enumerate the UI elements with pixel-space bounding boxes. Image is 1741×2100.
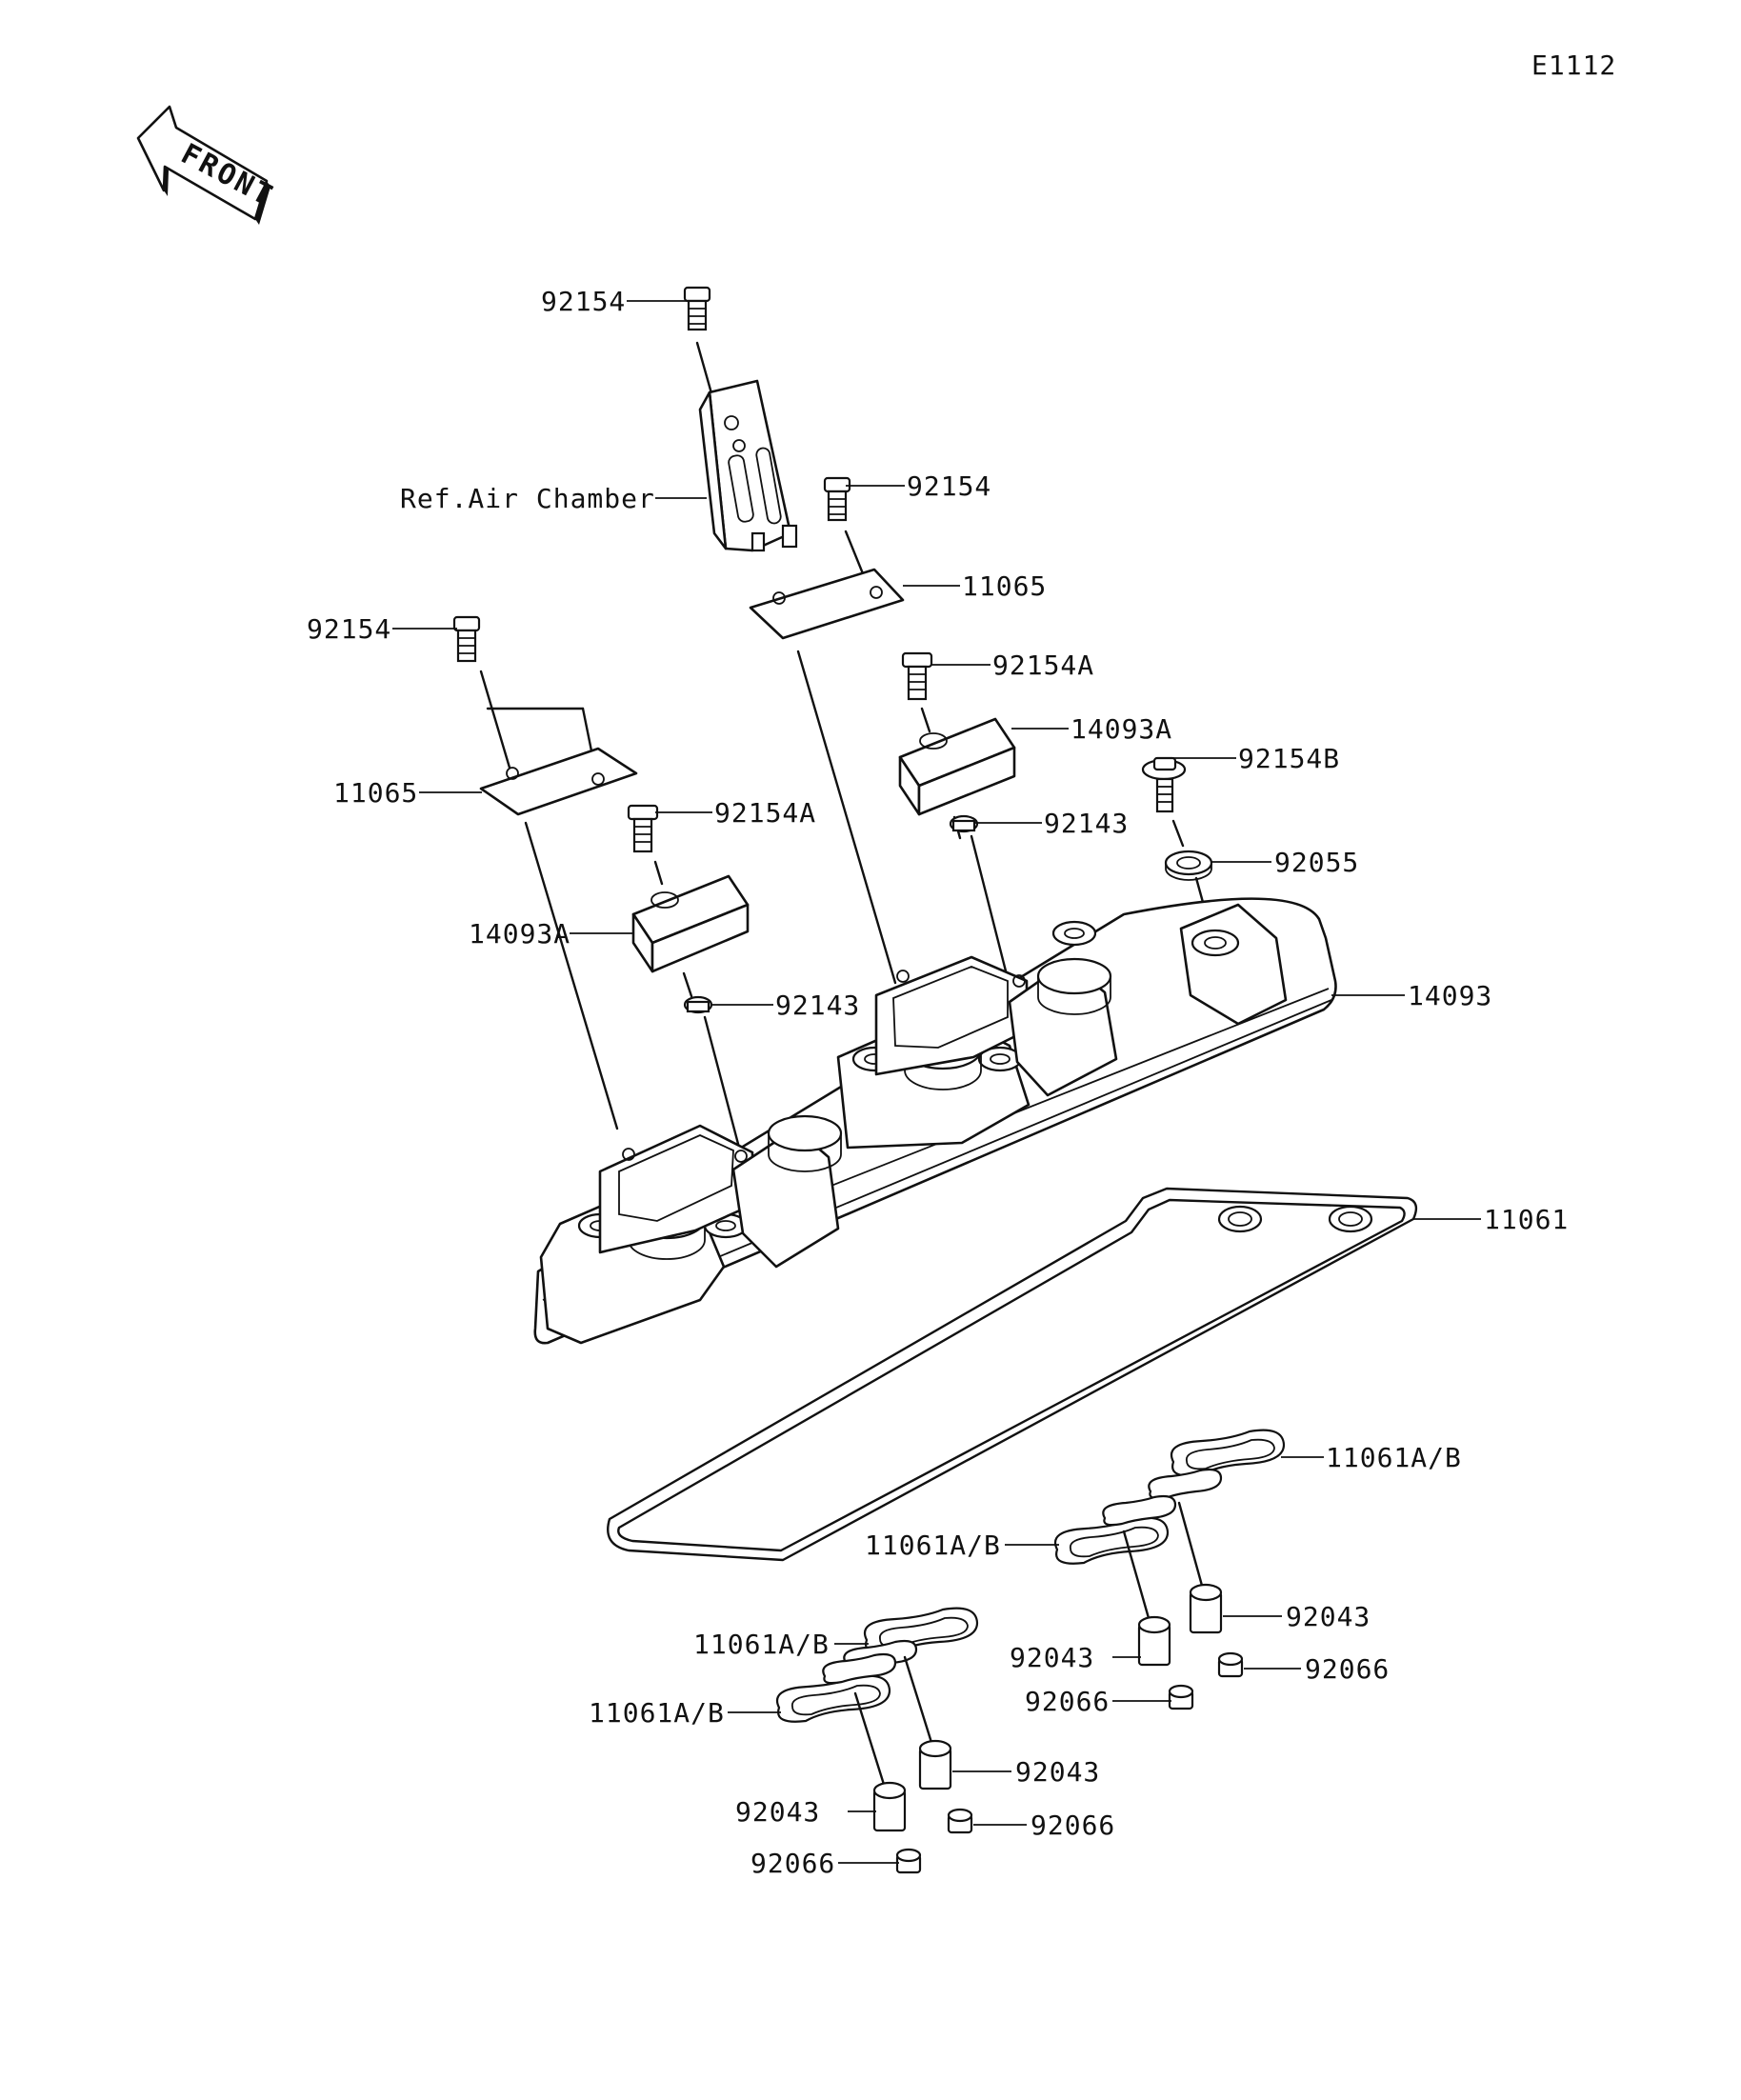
grommet-92066-2 [1168, 1684, 1194, 1710]
label-92066-2: 92066 [1025, 1686, 1110, 1717]
air-chamber-bracket [698, 379, 798, 552]
seal-pair-2 [1054, 1494, 1177, 1565]
bolt-92154a-left [627, 804, 659, 853]
bolt-92154-top [683, 286, 711, 331]
bolt-92154b [1141, 756, 1187, 813]
washer-92143-right [949, 814, 979, 833]
seal-pair-4 [776, 1652, 897, 1723]
head-cover-14093 [533, 897, 1337, 1345]
label-92066-1: 92066 [1305, 1653, 1390, 1685]
cover-11065-left [479, 747, 638, 816]
grommet-92066-1 [1217, 1651, 1244, 1678]
label-14093a-right: 14093A [1071, 713, 1172, 745]
label-11061: 11061 [1484, 1204, 1569, 1235]
label-11061ab-4: 11061A/B [589, 1697, 725, 1729]
figure-code: E1112 [1531, 50, 1616, 81]
label-92055: 92055 [1274, 847, 1359, 878]
grommet-92066-4 [895, 1848, 922, 1874]
label-ref-air-chamber: Ref.Air Chamber [400, 483, 655, 514]
label-92154b: 92154B [1238, 743, 1340, 774]
label-11061ab-1: 11061A/B [1326, 1442, 1462, 1473]
label-92143-right: 92143 [1044, 808, 1129, 839]
grommet-92066-3 [947, 1808, 973, 1834]
label-11061ab-2: 11061A/B [865, 1530, 1001, 1561]
label-92143-left: 92143 [775, 990, 860, 1021]
label-92154-top: 92154 [541, 286, 626, 317]
collar-92043-2 [1137, 1615, 1171, 1667]
bolt-92154a-right [901, 651, 933, 701]
washer-92143-left [683, 995, 713, 1014]
label-11065-left: 11065 [333, 777, 418, 809]
label-92154-right-top: 92154 [907, 470, 991, 502]
cover-11065-top [749, 568, 905, 640]
label-11065-top: 11065 [962, 570, 1047, 602]
bolt-92154-left [452, 615, 481, 663]
label-92066-3: 92066 [1031, 1810, 1115, 1841]
part-labels: 92154 Ref.Air Chamber 92154 11065 92154 … [307, 286, 1569, 1879]
label-11061ab-3: 11061A/B [693, 1629, 830, 1660]
leader-lines [392, 300, 1481, 1864]
bolt-92154-right-top [823, 476, 851, 522]
cap-14093a-left [631, 874, 750, 973]
collar-92043-3 [918, 1739, 952, 1790]
collar-92043-1 [1189, 1583, 1223, 1634]
collar-92043-4 [872, 1781, 907, 1832]
label-92043-1: 92043 [1286, 1601, 1371, 1632]
label-92154a-left: 92154A [714, 797, 816, 829]
cap-14093a-right [898, 717, 1016, 816]
label-92043-3: 92043 [1015, 1756, 1100, 1788]
front-arrow-icon: FRONT [136, 105, 280, 225]
label-92043-2: 92043 [1010, 1642, 1094, 1673]
seal-92055 [1164, 850, 1213, 881]
label-92043-4: 92043 [735, 1796, 820, 1828]
label-14093a-left: 14093A [469, 918, 570, 950]
seal-pair-1 [1148, 1429, 1286, 1500]
label-92066-4: 92066 [750, 1848, 835, 1879]
label-92154-left: 92154 [307, 613, 391, 645]
label-92154a-right: 92154A [992, 650, 1094, 681]
label-14093: 14093 [1408, 980, 1492, 1011]
